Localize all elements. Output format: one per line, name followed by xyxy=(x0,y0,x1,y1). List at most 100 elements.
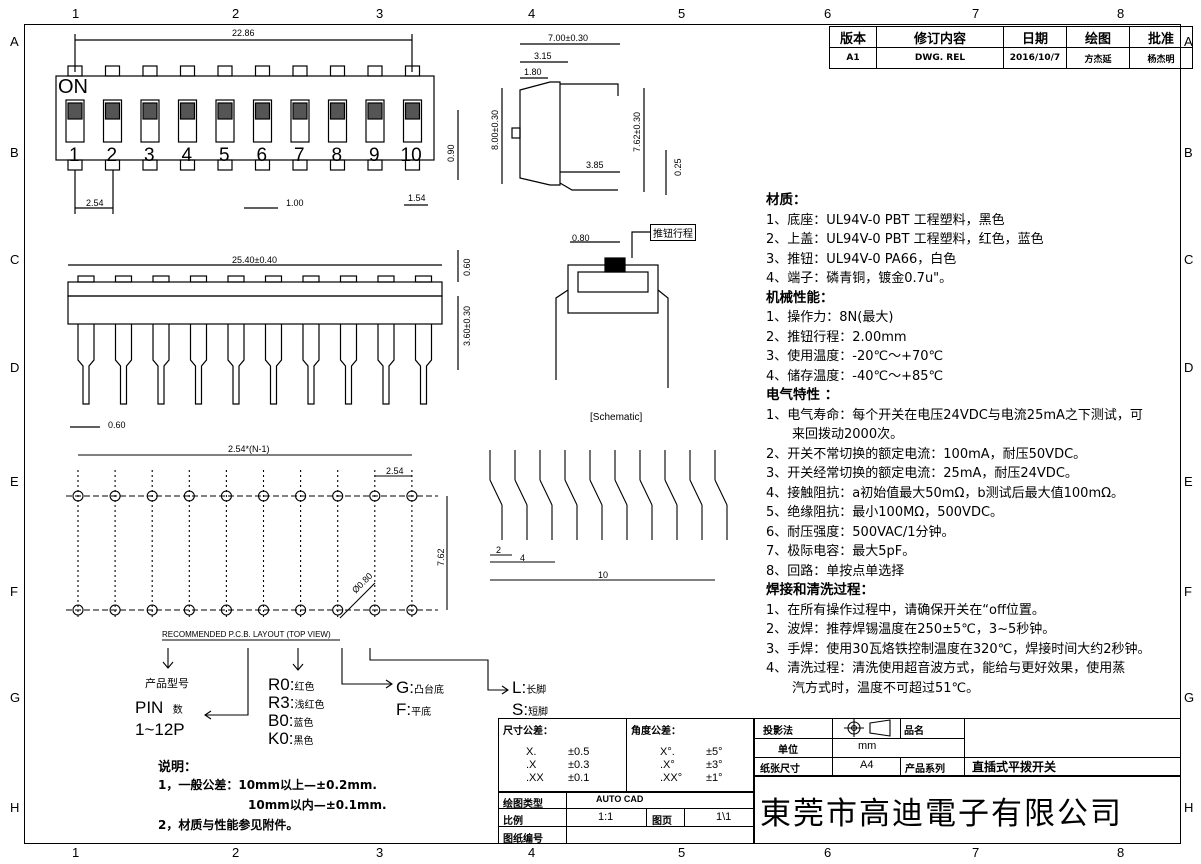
side-body xyxy=(519,81,561,186)
color-code: K0:黑色 xyxy=(268,729,314,749)
pcb-hole xyxy=(72,604,84,616)
revision-cell: 2016/10/7 xyxy=(1003,47,1067,69)
spec-line: 4、清洗过程：清洗使用超音波方式，能给与更好效果，使用蒸 xyxy=(766,661,1126,676)
schematic-contact xyxy=(614,479,628,506)
zone-row-left: B xyxy=(10,145,19,160)
position-number: 8 xyxy=(331,145,343,166)
spec-line: 2、开关不常切换的额定电流：100mA，耐压50VDC。 xyxy=(766,446,1087,462)
slider-knob xyxy=(179,102,196,120)
front-pin xyxy=(227,324,245,405)
slider-knob xyxy=(67,102,83,120)
front-pin xyxy=(77,324,95,405)
front-pin-head xyxy=(152,275,170,283)
dim-schematic-2: 2 xyxy=(496,545,502,555)
front-pin-head xyxy=(114,275,133,283)
pcb-caption: RECOMMENDED P.C.B. LAYOUT (TOP VIEW) xyxy=(162,630,331,639)
slider-slot xyxy=(65,99,85,143)
spec-line: 1、电气寿命：每个开关在电压24VDC与电流25mA之下测试，可 xyxy=(766,407,1143,423)
paper-label: 纸张尺寸 xyxy=(760,764,800,775)
front-pin-head xyxy=(227,275,245,283)
color-code-desc: 浅红色 xyxy=(294,700,325,711)
spec-line: 3、使用温度：-20℃～+70℃ xyxy=(766,349,944,364)
zone-row-left: C xyxy=(10,252,20,267)
position-number: 6 xyxy=(256,145,268,166)
dim-tol-label: 尺寸公差： xyxy=(503,726,553,737)
series-value: 直插式平拨开关 xyxy=(972,760,1057,774)
slider-slot xyxy=(365,99,385,143)
unit-value: mm xyxy=(858,740,877,752)
zone-col-bottom: 7 xyxy=(972,845,980,860)
bottom-tab xyxy=(142,159,158,171)
section-pin-left xyxy=(555,289,569,380)
spec-line: 1、在所有操作过程中，请确保开关在“off位置。 xyxy=(766,602,1045,618)
pcb-hole xyxy=(369,604,381,616)
switch-schematic xyxy=(489,450,728,540)
front-pin xyxy=(114,324,133,405)
spec-line: 3、推钮：UL94V-0 PA66，白色 xyxy=(766,251,957,267)
zone-col-top: 5 xyxy=(678,6,686,21)
schematic-label: [Schematic] xyxy=(590,412,643,423)
side-actuator xyxy=(511,127,521,139)
section-pin-right xyxy=(657,289,669,388)
color-code: B0:蓝色 xyxy=(268,711,314,731)
zone-col-bottom: 2 xyxy=(232,845,240,860)
top-view xyxy=(55,34,459,214)
front-view xyxy=(67,250,459,428)
dim-pcb-pitch: 2.54 xyxy=(386,466,404,476)
zone-row-left: E xyxy=(10,474,19,489)
zone-row-right: C xyxy=(1184,252,1194,267)
drawing-type: AUTO CAD xyxy=(596,794,644,804)
dim-pcb-row: 7.62 xyxy=(436,548,446,566)
front-pin xyxy=(377,324,395,405)
paper-value: A4 xyxy=(860,759,874,771)
projection-symbol xyxy=(844,719,891,737)
front-pin xyxy=(339,324,358,405)
dim-gap: 1.00 xyxy=(286,198,304,208)
company-box xyxy=(754,776,1181,844)
front-body xyxy=(67,295,443,325)
color-code-desc: 黑色 xyxy=(293,736,314,747)
spec-line: 来回拨动2000次。 xyxy=(766,427,904,442)
front-pin-head xyxy=(302,275,320,283)
top-tab xyxy=(104,65,121,77)
position-number: 1 xyxy=(69,145,80,166)
front-pin-head xyxy=(377,275,395,283)
spec-line: 7、极际电容：最大5pF。 xyxy=(766,544,916,559)
notes-line-2: 2，材质与性能参见附件。 xyxy=(158,818,299,832)
front-pin-head xyxy=(339,275,358,283)
spec-line: 1、底座：UL94V-0 PBT 工程塑料，黑色 xyxy=(766,212,1005,228)
revision-header: 批准 xyxy=(1129,26,1193,48)
scale-value: 1:1 xyxy=(598,811,614,823)
zone-col-bottom: 6 xyxy=(824,845,832,860)
zone-row-right: B xyxy=(1184,145,1193,160)
series-label: 产品系列 xyxy=(905,764,945,775)
color-code-key: R3: xyxy=(268,693,295,712)
pin-label: PIN 数 xyxy=(135,698,183,717)
slider-knob xyxy=(142,102,158,120)
dim-315: 3.15 xyxy=(534,51,552,61)
page-value: 1\1 xyxy=(716,811,732,823)
side-pin-top xyxy=(560,83,619,96)
top-tab xyxy=(292,65,308,77)
dim-pitch: 2.54 xyxy=(86,198,104,208)
front-pin-head xyxy=(77,275,95,283)
dim-schematic-10: 10 xyxy=(598,570,609,580)
schematic-contact xyxy=(489,479,503,506)
product-model-label: 产品型号 xyxy=(145,677,189,690)
zone-row-left: D xyxy=(10,360,20,375)
zone-row-left: A xyxy=(10,34,19,49)
pin-code-desc: 长脚 xyxy=(526,685,547,696)
slider-slot xyxy=(102,99,123,143)
projection-label: 投影法 xyxy=(763,726,793,737)
dim-762: 7.62±0.30 xyxy=(632,112,642,152)
spec-line: 8、回路：单按点单选择 xyxy=(766,563,905,579)
zone-col-top: 7 xyxy=(972,6,980,21)
section-cavity xyxy=(577,271,649,293)
zone-row-left: G xyxy=(10,690,21,705)
slider-slot xyxy=(290,99,310,143)
front-pin xyxy=(264,324,283,405)
schematic-dims xyxy=(490,554,715,581)
top-tab xyxy=(329,65,346,77)
slider-slot xyxy=(402,99,423,143)
